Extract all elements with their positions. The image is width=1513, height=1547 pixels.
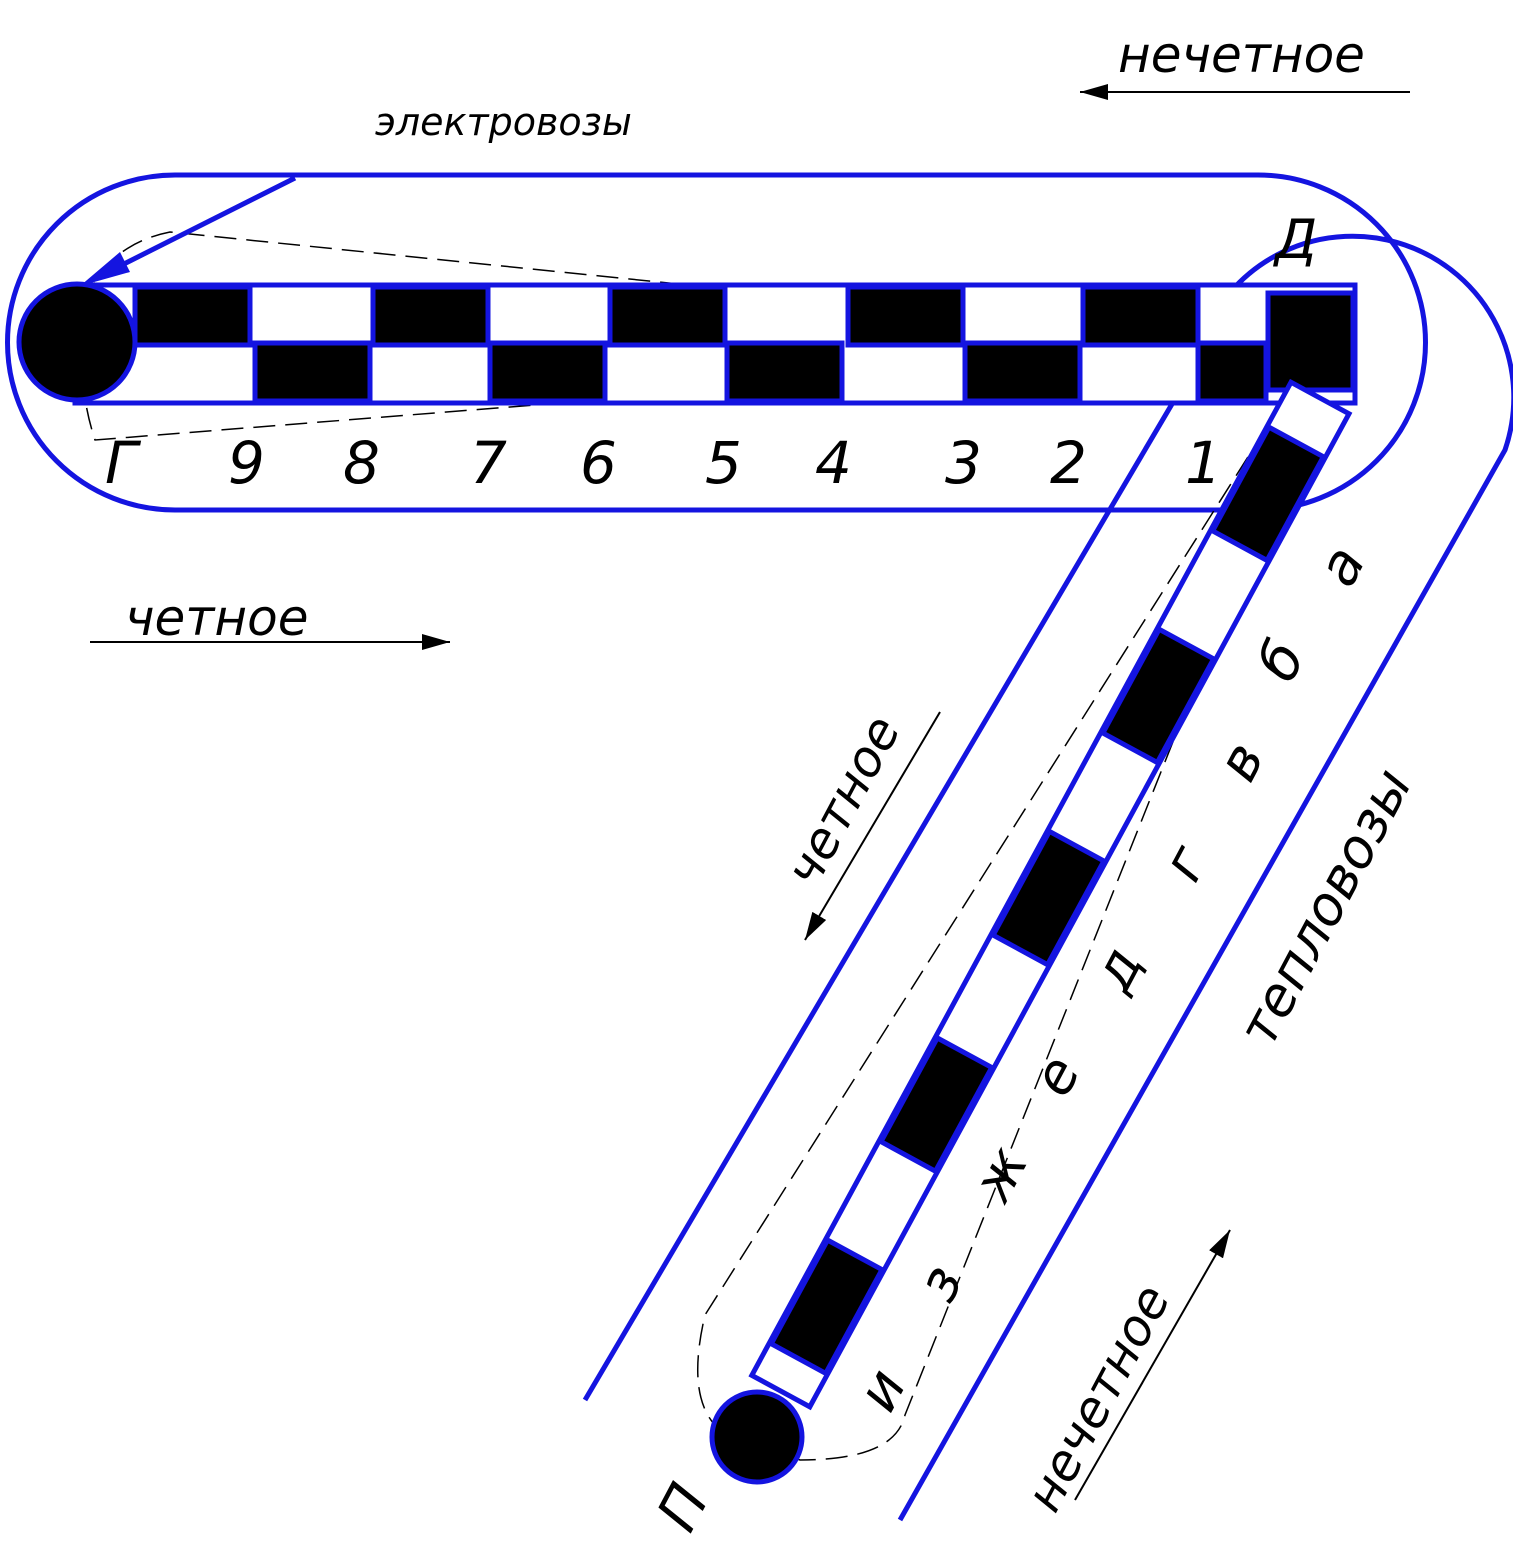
position-label: 4: [815, 429, 852, 497]
position-label: е: [1020, 1046, 1094, 1107]
position-label: 2: [1050, 429, 1087, 497]
track-cell-filled: [252, 340, 373, 404]
diagonal-track-strip: [748, 378, 1353, 1411]
track-cell-filled: [1209, 423, 1327, 564]
position-label: а: [1305, 536, 1379, 597]
position-label: 6: [580, 429, 617, 497]
position-label: ж: [959, 1137, 1041, 1214]
track-cell-filled: [962, 340, 1083, 404]
diag-left-direction-arrow: [804, 711, 941, 941]
track-cell-filled: [132, 284, 253, 348]
track-cell-filled: [989, 828, 1108, 969]
horizontal-dashed-route: [80, 231, 1256, 441]
entry-arrowhead-icon: [80, 252, 130, 286]
track-cell-filled: [1195, 340, 1269, 404]
track-cell-filled: [1099, 625, 1218, 766]
track-cell-filled: [607, 284, 728, 348]
position-label: Г: [105, 429, 142, 497]
top-direction-label: нечетное: [1118, 26, 1365, 84]
diag-right-direction-label: нечетное: [1014, 1275, 1181, 1520]
position-label: и: [845, 1359, 919, 1422]
diagonal-loop-track-left: [582, 363, 1198, 1402]
label-p: П: [645, 1474, 722, 1542]
position-label: д: [1080, 937, 1156, 1003]
position-label: 3: [945, 429, 982, 497]
diag-left-direction-label: четное: [774, 706, 911, 895]
depot-box-d: [1265, 290, 1356, 393]
diag-right-direction-arrow: [1074, 1229, 1231, 1501]
track-cell-filled: [767, 1236, 886, 1377]
left-end-circle: [16, 281, 138, 403]
position-label: б: [1245, 631, 1319, 692]
entry-arrow: [90, 175, 297, 283]
position-label: 9: [228, 429, 265, 497]
position-label: 8: [343, 429, 380, 497]
track-cell-filled: [724, 340, 845, 404]
position-label: 1: [1185, 429, 1222, 497]
position-label: г: [1150, 835, 1221, 892]
track-cell-filled: [1080, 284, 1201, 348]
diesel-locomotives-label: тепловозы: [1226, 758, 1424, 1056]
track-cell-filled: [845, 284, 966, 348]
position-label: 5: [705, 429, 742, 497]
track-cell-filled: [877, 1034, 996, 1175]
horizontal-track-strip: [72, 282, 1358, 406]
electric-locomotives-label: электровозы: [375, 100, 632, 144]
bottom-end-circle: [709, 1389, 805, 1485]
diagonal-dashed-route: [697, 409, 1306, 1461]
position-label: в: [1205, 732, 1278, 792]
position-label: 7: [470, 429, 507, 497]
left-direction-label: четное: [125, 589, 308, 647]
label-d: Д: [1273, 208, 1317, 271]
track-cell-filled: [370, 284, 491, 348]
track-cell-filled: [487, 340, 608, 404]
